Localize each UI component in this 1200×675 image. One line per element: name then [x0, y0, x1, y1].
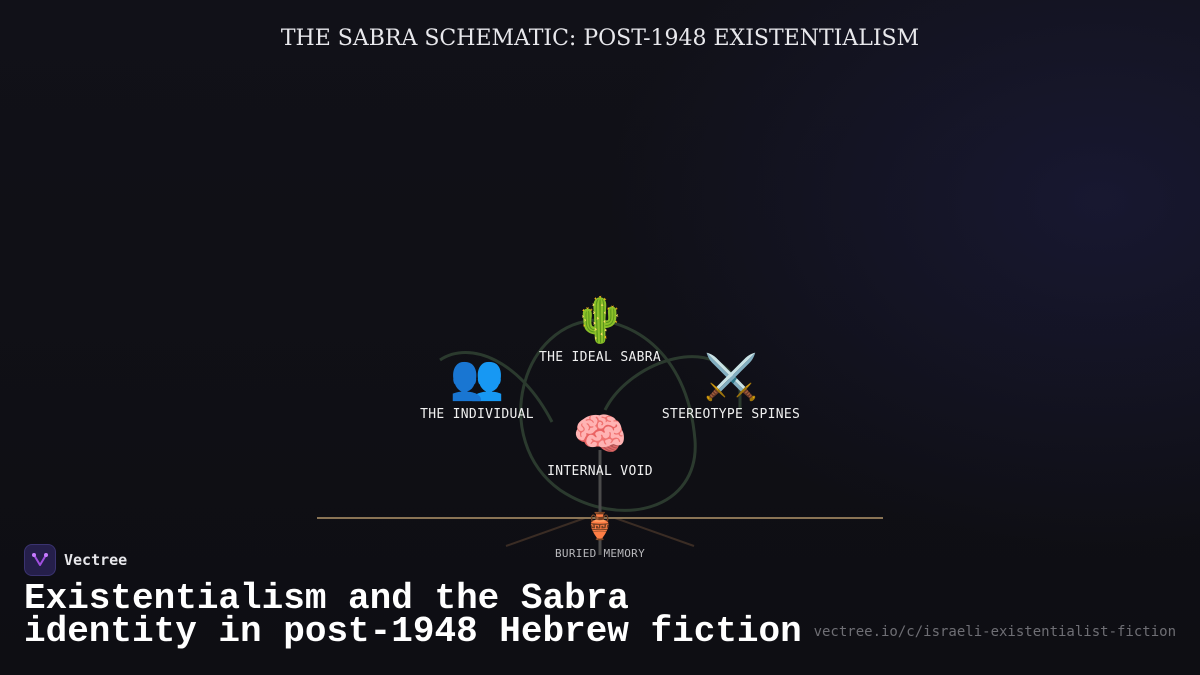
headline-line-2: identity in post-1948 Hebrew fiction: [24, 611, 802, 652]
vectree-logo-icon: [24, 544, 56, 576]
source-url[interactable]: vectree.io/c/israeli-existentialist-fict…: [813, 624, 1176, 640]
people-icon: 👥: [449, 352, 505, 403]
node-stereotype-spines[interactable]: ⚔️ STEREOTYPE SPINES: [661, 352, 801, 423]
curve-individual: [439, 351, 554, 423]
node-label: THE INDIVIDUAL: [420, 407, 534, 422]
brand: Vectree: [24, 544, 127, 576]
node-individual[interactable]: 👥 THE INDIVIDUAL: [420, 352, 534, 423]
node-label: STEREOTYPE SPINES: [661, 407, 801, 422]
node-label: INTERNAL VOID: [547, 464, 653, 479]
amphora-icon: 🏺: [583, 512, 617, 542]
node-ideal-sabra[interactable]: 🌵 THE IDEAL SABRA: [539, 295, 661, 366]
node-internal-void[interactable]: 🧠 INTERNAL VOID: [547, 409, 653, 480]
headline-line-1: Existentialism and the Sabra: [24, 578, 629, 619]
crossed-swords-icon: ⚔️: [703, 352, 759, 403]
curve-sabra-loop: [519, 318, 697, 512]
headline: Existentialism and the Sabra identity in…: [24, 578, 802, 652]
cactus-icon: 🌵: [572, 295, 628, 346]
node-buried-memory[interactable]: 🏺 BURIED MEMORY: [555, 512, 645, 561]
curve-stereotype: [603, 355, 742, 411]
root-right: [614, 517, 695, 547]
brain-icon: 🧠: [572, 409, 628, 460]
brand-name: Vectree: [64, 551, 128, 569]
diagram-title: THE SABRA SCHEMATIC: POST-1948 EXISTENTI…: [280, 26, 920, 51]
node-label: THE IDEAL SABRA: [539, 350, 661, 365]
node-label: BURIED MEMORY: [555, 547, 645, 560]
root-left: [505, 517, 586, 547]
